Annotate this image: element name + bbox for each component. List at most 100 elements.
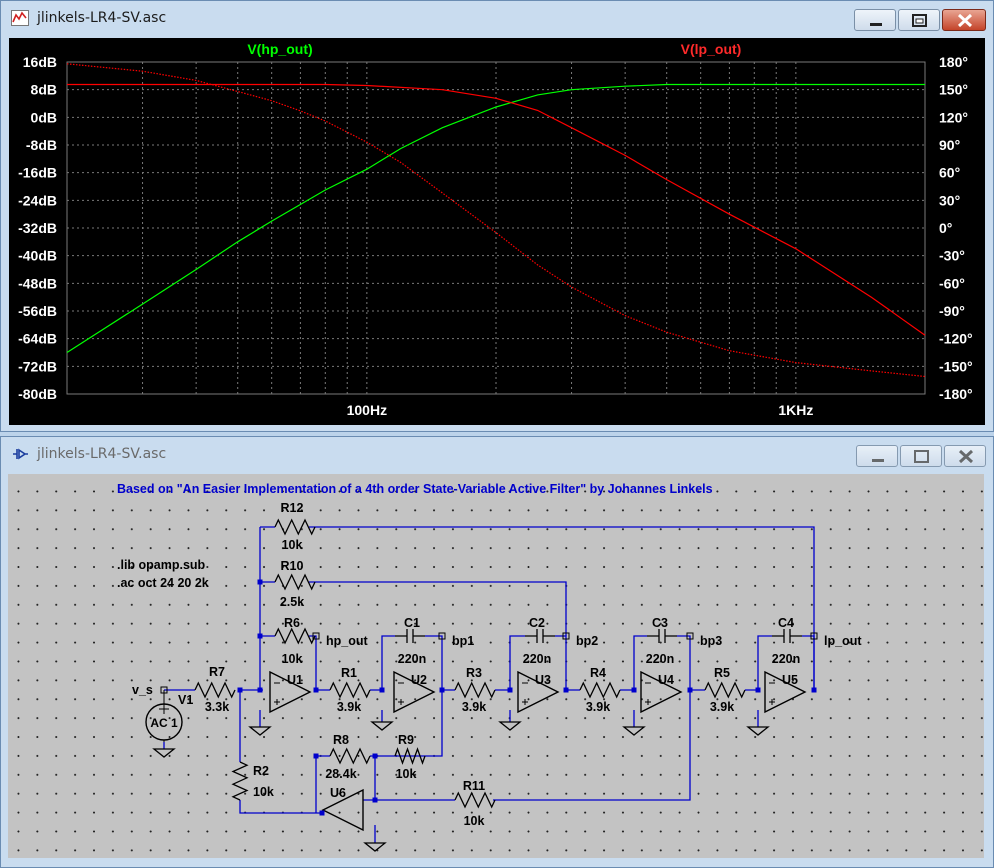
resistor-value-r4: 3.9k: [586, 700, 610, 714]
source-polarity-icon: [159, 690, 169, 742]
net-label-lp-out: lp_out: [824, 634, 862, 648]
resistor-value-r9: 10k: [396, 767, 417, 781]
schematic-drawing[interactable]: Based on "An Easier Implementation of a …: [8, 474, 984, 858]
y-right-tick-label: -180°: [939, 386, 973, 402]
resistor-ref-r6: R6: [284, 616, 300, 630]
resistor-symbol[interactable]: [274, 518, 316, 536]
minimize-button[interactable]: [854, 9, 896, 31]
schematic-window-titlebar[interactable]: jlinkels-LR4-SV.asc: [1, 437, 993, 471]
resistor-symbol[interactable]: [274, 573, 316, 591]
schematic-minimize-button[interactable]: [856, 445, 898, 467]
resistor-symbol[interactable]: [454, 791, 496, 809]
maximize-button[interactable]: [898, 9, 940, 31]
wire-junction-icon: [313, 687, 319, 693]
capacitor-symbol[interactable]: [525, 629, 555, 643]
maximize-icon: [912, 14, 927, 27]
y-left-tick-label: -40dB: [18, 248, 57, 264]
resistor-value-r6: 10k: [282, 652, 303, 666]
net-label-v-s: v_s: [132, 683, 153, 697]
opamp-symbol[interactable]: [269, 670, 312, 714]
opamp-symbol[interactable]: [517, 670, 560, 714]
minimize-icon: [870, 23, 882, 26]
schematic-window-title: jlinkels-LR4-SV.asc: [37, 446, 167, 462]
net-label-hp-out: hp_out: [326, 634, 368, 648]
hp-out-magnitude-trace[interactable]: [66, 83, 925, 354]
resistor-value-r7: 3.3k: [205, 700, 229, 714]
resistor-symbol[interactable]: [231, 761, 249, 801]
opamp-symbol[interactable]: [764, 670, 807, 714]
ground-icon: [622, 726, 646, 736]
legend-lp-out[interactable]: V(lp_out): [681, 41, 742, 57]
capacitor-ref-c4: C4: [778, 616, 794, 630]
resistor-symbol[interactable]: [329, 747, 371, 765]
y-left-tick-label: -16dB: [18, 165, 57, 181]
schematic-comment[interactable]: Based on "An Easier Implementation of a …: [117, 482, 713, 496]
ground-icon: [498, 721, 522, 731]
opamp-ref-u3: U3: [535, 673, 551, 687]
capacitor-symbol[interactable]: [647, 629, 677, 643]
y-left-tick-label: -24dB: [18, 192, 57, 208]
capacitor-ref-c2: C2: [529, 616, 545, 630]
plot-traces: [66, 63, 926, 378]
wire-junction-icon: [631, 687, 637, 693]
y-axis-right-labels: 180°150°120°90°60°30°0°-30°-60°-90°-120°…: [939, 54, 973, 402]
y-left-tick-label: 0dB: [31, 109, 57, 125]
net-flag-icon: [562, 632, 570, 640]
resistor-value-r3: 3.9k: [462, 700, 486, 714]
y-left-tick-label: -80dB: [18, 386, 57, 402]
y-right-tick-label: -120°: [939, 331, 973, 347]
schematic-canvas[interactable]: Based on "An Easier Implementation of a …: [8, 474, 984, 858]
resistor-symbol[interactable]: [329, 681, 371, 699]
y-right-tick-label: 0°: [939, 220, 952, 236]
directive-lib[interactable]: .lib opamp.sub: [117, 558, 206, 572]
close-button[interactable]: [942, 9, 986, 31]
wire-junction-icon: [257, 579, 263, 585]
capacitor-ref-c3: C3: [652, 616, 668, 630]
y-left-tick-label: -8dB: [26, 137, 57, 153]
opamp-symbol[interactable]: [393, 670, 436, 714]
schematic-close-button[interactable]: [944, 445, 986, 467]
plot-window: jlinkels-LR4-SV.asc V(hp_out) V(lp_out) …: [0, 0, 994, 432]
maximize-icon: [914, 450, 929, 463]
bode-plot[interactable]: V(hp_out) V(lp_out) 16dB8dB0dB-8dB-16dB-…: [9, 38, 985, 425]
resistor-symbol[interactable]: [454, 681, 496, 699]
resistor-ref-r3: R3: [466, 666, 482, 680]
capacitor-value-c4: 220n: [772, 652, 801, 666]
opamp-pins-icon: [645, 682, 651, 705]
opamp-ref-u2: U2: [411, 673, 427, 687]
y-right-tick-label: -90°: [939, 303, 965, 319]
opamp-symbol[interactable]: [640, 670, 683, 714]
opamp-symbol[interactable]: [321, 788, 364, 832]
wire-junction-icon: [687, 687, 693, 693]
schematic-maximize-button[interactable]: [900, 445, 942, 467]
capacitor-symbol[interactable]: [395, 629, 425, 643]
resistor-symbol[interactable]: [394, 747, 426, 765]
lp-out-magnitude-trace[interactable]: [67, 83, 926, 336]
y-right-tick-label: 30°: [939, 192, 960, 208]
directive-ac[interactable]: .ac oct 24 20 2k: [117, 576, 209, 590]
y-right-tick-label: -30°: [939, 248, 965, 264]
legend-hp-out[interactable]: V(hp_out): [247, 41, 312, 57]
x-tick-label: 100Hz: [347, 402, 387, 418]
net-flag-icon: [160, 686, 168, 694]
y-right-tick-label: -150°: [939, 358, 973, 374]
resistor-symbol[interactable]: [194, 681, 236, 699]
resistor-symbol[interactable]: [704, 681, 746, 699]
y-right-tick-label: -60°: [939, 275, 965, 291]
schematic-parts[interactable]: R1210kR102.5kR610kR73.3kR13.9kR33.9kR43.…: [132, 501, 862, 852]
plot-window-titlebar[interactable]: jlinkels-LR4-SV.asc: [1, 1, 993, 35]
resistor-symbol[interactable]: [579, 681, 621, 699]
capacitor-symbol[interactable]: [772, 629, 802, 643]
resistor-ref-r8: R8: [333, 733, 349, 747]
wire-junction-icon: [372, 753, 378, 759]
y-axis-left-labels: 16dB8dB0dB-8dB-16dB-24dB-32dB-40dB-48dB-…: [18, 54, 57, 402]
resistor-ref-r11: R11: [463, 779, 485, 793]
lp-out-phase-trace[interactable]: [66, 63, 926, 378]
wire-junction-icon: [563, 687, 569, 693]
wire-junction-icon: [257, 687, 263, 693]
resistor-symbol[interactable]: [274, 627, 316, 645]
capacitor-value-c1: 220n: [398, 652, 427, 666]
wire-junction-icon: [237, 687, 243, 693]
